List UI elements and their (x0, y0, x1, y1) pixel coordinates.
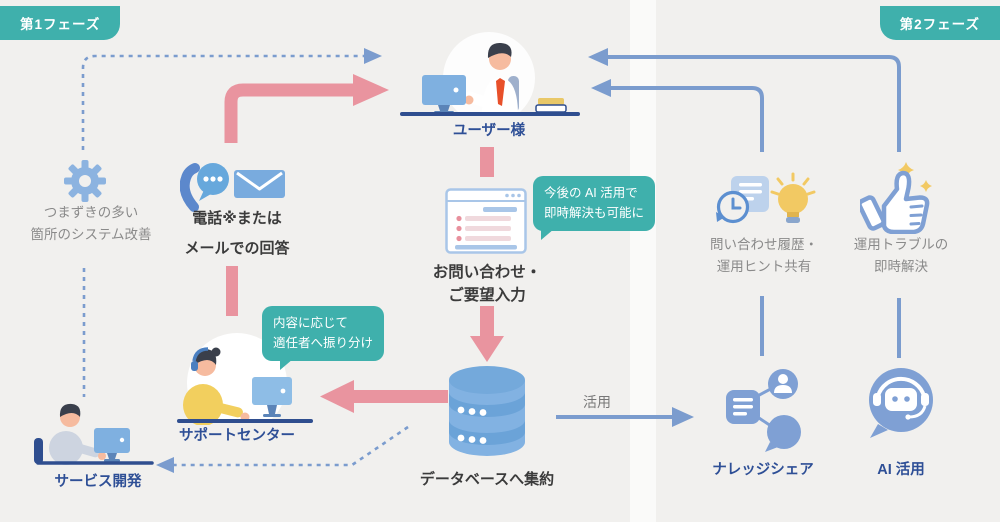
system-improvement-label: つまずきの多い 箇所のシステム改善 (30, 205, 152, 242)
sparkle-icon (920, 180, 932, 192)
user-node (390, 28, 590, 128)
database-label: データベースへ集約 (419, 471, 555, 488)
arrow-improvement-to-user (81, 48, 382, 150)
headset-icon (876, 376, 926, 397)
trouble-resolution-node (860, 158, 942, 234)
phone-mail-node (180, 155, 290, 213)
knowledge-share-node (722, 362, 806, 454)
phone-mail-label: 電話※または メールでの回答 (184, 210, 290, 257)
arrow-user-to-form (480, 147, 494, 177)
person-icon (49, 403, 106, 465)
chat-circle-icon (765, 415, 801, 452)
tie-icon (496, 78, 505, 106)
history-bulb-icons (716, 172, 816, 224)
user-label: ユーザー様 (452, 123, 526, 139)
arrow-support-to-response (226, 266, 238, 316)
phase1-badge: 第1フェーズ (0, 6, 121, 40)
support-center-label: サポートセンター (179, 428, 295, 444)
chair-icon (34, 438, 43, 464)
service-development-label: サービス開発 (54, 474, 142, 490)
person-icon (183, 347, 250, 425)
monitor-icon (252, 377, 292, 417)
arrow-ai-to-user (588, 48, 901, 358)
arrow-database-to-support (320, 380, 448, 413)
utilize-label: 活用 (583, 394, 611, 410)
service-dev-illustration (34, 403, 154, 465)
phase2-label: 第2フェーズ (899, 17, 980, 32)
history-share-node (712, 172, 822, 230)
database-icon (449, 366, 525, 456)
gear-icon (64, 160, 106, 202)
sparkle-icon (898, 162, 914, 178)
routing-bubble: 内容に応じて 適任者へ振り分け (262, 306, 385, 370)
ai-future-bubble: 今後の AI 活用で 即時解決も可能に (533, 176, 656, 240)
trouble-resolution-label: 運用トラブルの 即時解決 (853, 237, 949, 274)
knowledge-share-icon (726, 369, 801, 452)
phase1-label: 第1フェーズ (20, 17, 101, 32)
support-center-node (165, 325, 315, 425)
headset-icon (192, 347, 209, 362)
phone-icon (180, 163, 229, 212)
user-illustration (390, 32, 590, 128)
phone-mail-icons (180, 163, 285, 212)
person-circle-icon (768, 369, 798, 399)
lightbulb-icon (770, 172, 816, 223)
bubble-tail (541, 228, 554, 240)
knowledge-share-label: ナレッジシェア (712, 462, 814, 478)
ai-utilization-node (864, 366, 940, 444)
arrow-database-to-servicedev (156, 425, 409, 473)
person-icon (464, 42, 518, 112)
ai-utilization-label: AI 活用 (877, 462, 925, 478)
phase2-badge: 第2フェーズ (879, 6, 1000, 40)
inquiry-form-node (445, 188, 527, 254)
service-development-node (30, 400, 160, 468)
form-window-icon (445, 188, 527, 254)
database-node (446, 360, 528, 462)
support-illustration (165, 333, 315, 425)
arrow-response-to-user (224, 74, 389, 143)
inquiry-form-label: お問い合わせ・ ご要望入力 (432, 264, 542, 305)
arrow-knowledge-to-user (591, 79, 764, 356)
bubble-tail (280, 358, 293, 370)
history-icon (716, 176, 769, 224)
arrow-form-to-database (470, 306, 504, 362)
mail-icon (234, 170, 285, 198)
books-icon (538, 98, 564, 105)
history-share-label: 問い合わせ履歴・ 運用ヒント共有 (710, 237, 818, 274)
system-improvement-node (64, 160, 106, 202)
ai-chatbot-icon (869, 368, 933, 438)
arrow-database-utilize (556, 407, 694, 427)
thumbs-up-icon (860, 162, 932, 234)
